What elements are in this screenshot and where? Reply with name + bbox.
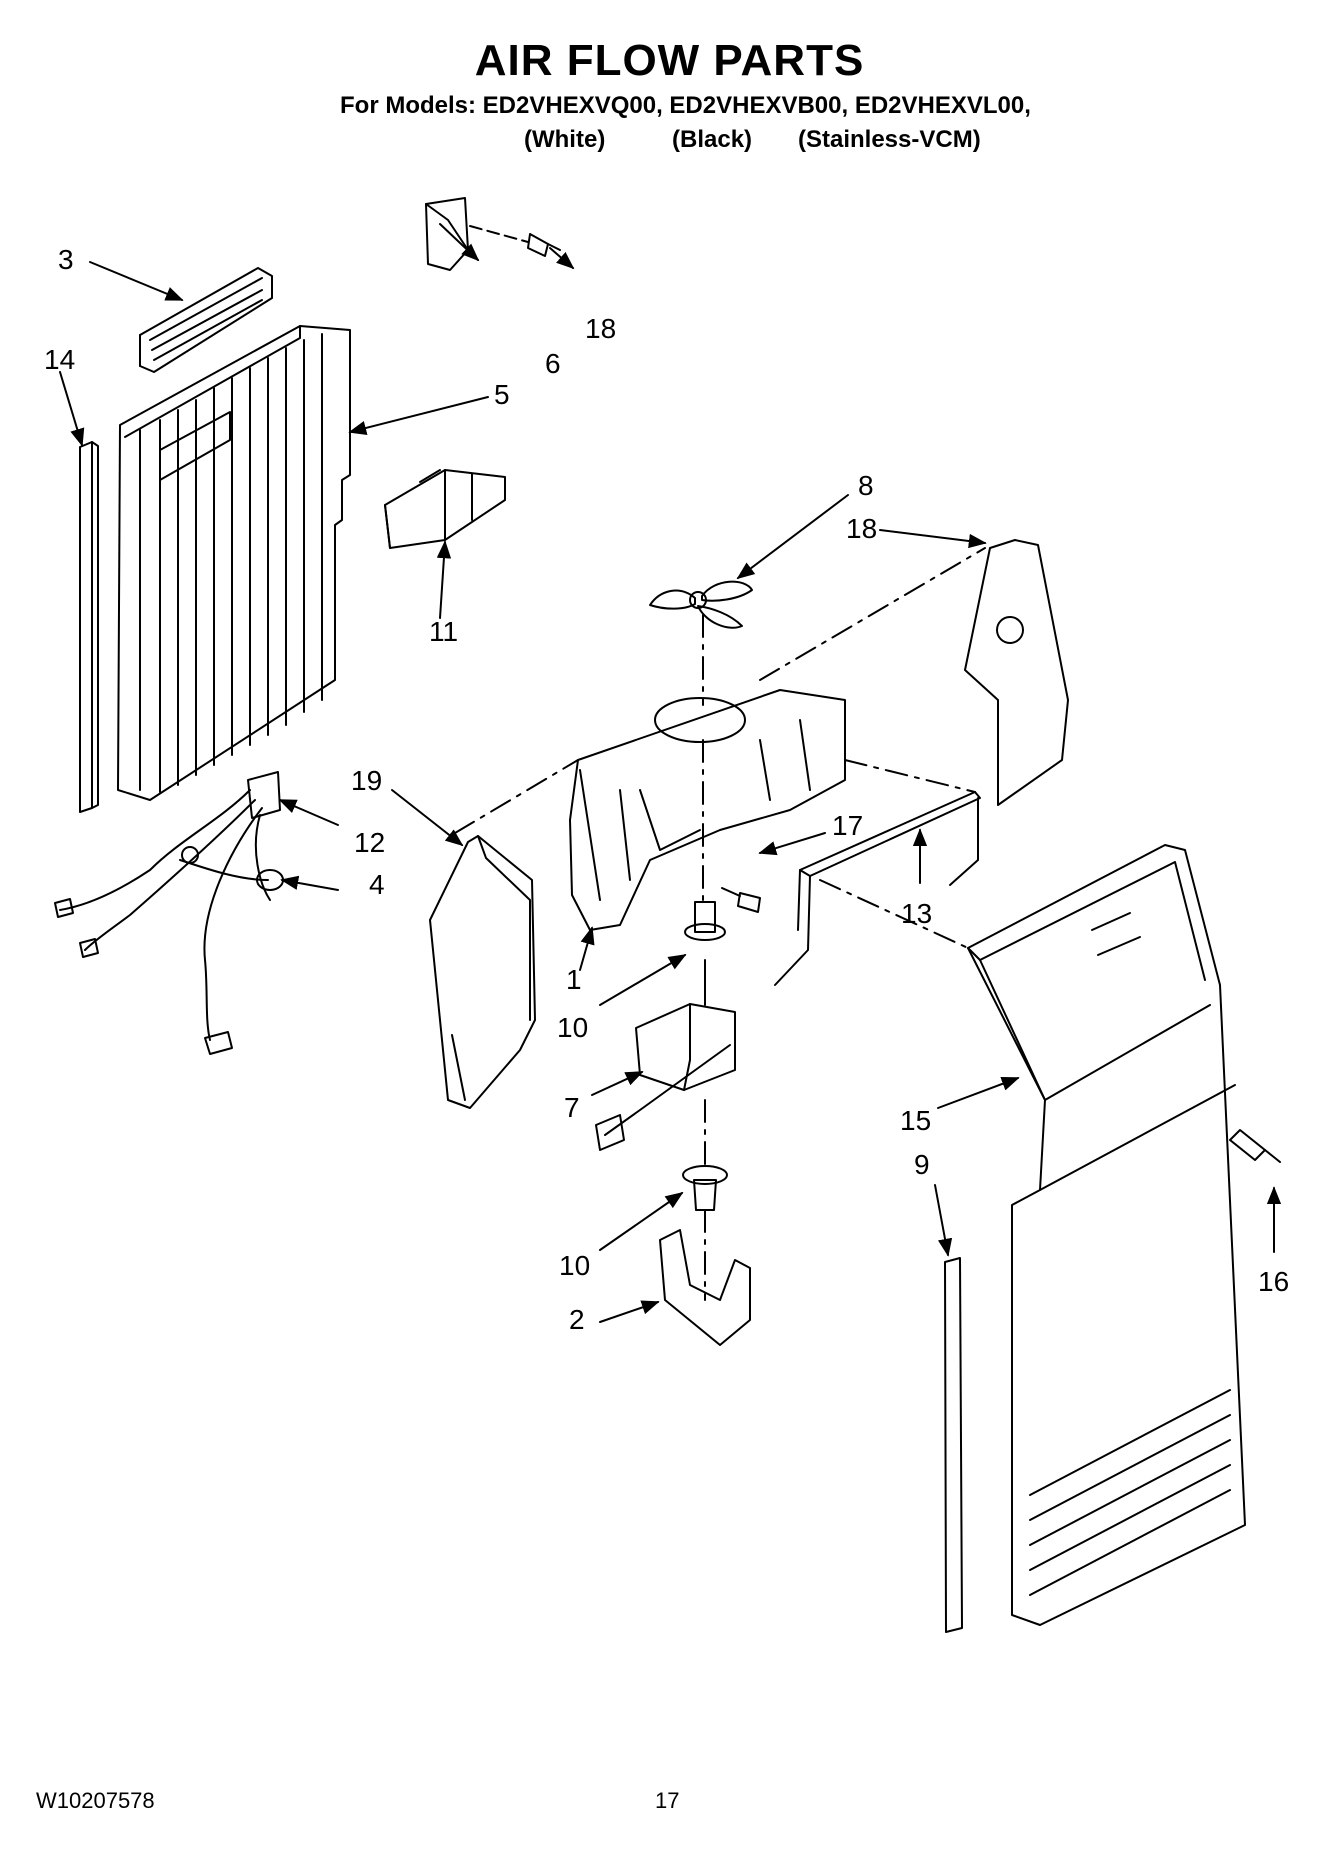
part-shroud-left (429, 835, 536, 1109)
leader-lines (59, 223, 1282, 1323)
callout-13: 13 (901, 898, 933, 929)
callout-18-top: 18 (585, 313, 617, 344)
part-motor-bracket (659, 1229, 751, 1346)
callout-15: 15 (900, 1105, 932, 1136)
document-number: W10207578 (36, 1788, 155, 1813)
part-screw-16 (1229, 1129, 1281, 1163)
part-fan-motor (595, 959, 736, 1151)
part-fan-housing (569, 689, 846, 931)
page-number: 17 (655, 1788, 680, 1813)
callout-4: 4 (369, 869, 385, 900)
callout-12: 12 (354, 827, 386, 858)
part-vent-grille (139, 267, 273, 373)
callout-5: 5 (494, 379, 510, 410)
callout-14: 14 (44, 344, 76, 375)
callout-10-upper: 10 (557, 1012, 589, 1043)
part-small-bracket (425, 197, 469, 271)
callout-3: 3 (58, 244, 74, 275)
part-gasket-strip-left (79, 441, 99, 813)
models-line: For Models: ED2VHEXVQ00, ED2VHEXVB00, ED… (340, 92, 1031, 119)
part-wire-bracket (774, 791, 981, 986)
part-evaporator-cover (117, 325, 351, 801)
part-bracket-11 (384, 469, 506, 549)
part-grommet-upper (684, 901, 726, 941)
callout-9: 9 (914, 1149, 930, 1180)
part-screw-17 (721, 887, 761, 913)
variant-white: (White) (524, 126, 606, 153)
callout-6: 6 (545, 348, 561, 379)
callout-7: 7 (564, 1092, 580, 1123)
variant-stainless: (Stainless-VCM) (798, 126, 981, 153)
callout-8: 8 (858, 470, 874, 501)
part-grommet-lower (682, 1165, 728, 1211)
callout-17: 17 (832, 810, 864, 841)
part-screw-top (469, 225, 561, 257)
callout-18-right: 18 (846, 513, 878, 544)
callout-1: 1 (566, 964, 582, 995)
callout-2: 2 (569, 1304, 585, 1335)
variant-black: (Black) (672, 126, 753, 153)
callout-11: 11 (429, 616, 459, 647)
part-wire-harness (54, 771, 284, 1055)
alignment-lines (454, 547, 986, 1301)
part-air-tower (967, 844, 1246, 1626)
part-mounting-plate (964, 539, 1069, 806)
page-title: AIR FLOW PARTS (474, 36, 865, 85)
callout-16: 16 (1258, 1266, 1290, 1297)
part-fan-blade (649, 580, 753, 629)
callout-19: 19 (351, 765, 383, 796)
part-gasket-strip-right (944, 1257, 963, 1633)
callout-10-lower: 10 (559, 1250, 591, 1281)
